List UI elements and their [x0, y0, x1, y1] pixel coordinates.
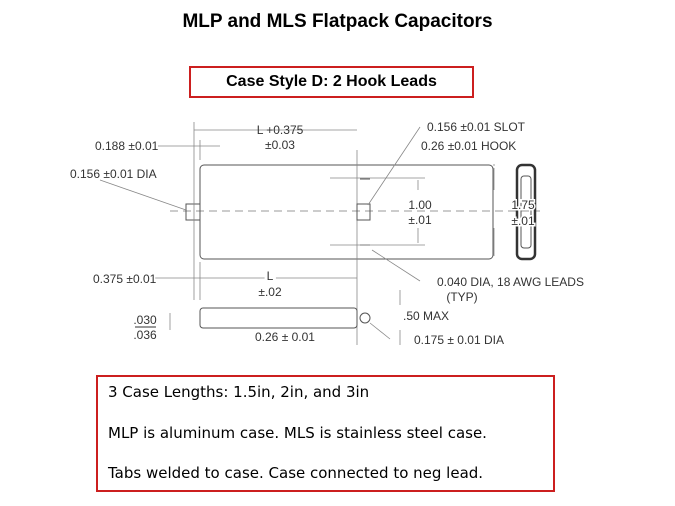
dim-hook: 0.26 ±0.01 HOOK: [421, 139, 516, 153]
dim-lead-spacing-tol: ±.01: [408, 213, 432, 227]
right-tab: [356, 203, 371, 221]
dim-length-tol: ±.02: [258, 285, 282, 299]
dim-slot: 0.156 ±0.01 SLOT: [427, 120, 526, 134]
dim-width: 1.75: [511, 198, 535, 212]
hook-circle: [359, 312, 371, 324]
slide-title: MLP and MLS Flatpack Capacitors: [182, 11, 493, 32]
dim-hook-length: 0.26 ± 0.01: [255, 330, 315, 344]
dim-thickness-bottom: .036: [133, 328, 157, 342]
dim-lead-spacing: 1.00: [408, 198, 432, 212]
left-tab: [185, 203, 201, 221]
dim-l-plus: L +0.375: [257, 123, 304, 137]
info-box: 3 Case Lengths: 1.5in, 2in, and 3in MLP …: [96, 375, 555, 492]
dim-lead-typ: (TYP): [446, 290, 477, 304]
case-side-view: [515, 163, 537, 261]
dim-lead: 0.040 DIA, 18 AWG LEADS: [437, 275, 584, 289]
dim-height-max: .50 MAX: [403, 309, 449, 323]
dim-length: L: [267, 269, 274, 283]
dim-width-tol: ±.01: [511, 214, 535, 228]
case-style-label: Case Style D: 2 Hook Leads: [189, 66, 474, 98]
info-case-lengths: 3 Case Lengths: 1.5in, 2in, and 3in: [108, 383, 370, 401]
dim-hook-dia: 0.175 ± 0.01 DIA: [414, 333, 504, 347]
dim-tab-width: 0.188 ±0.01: [95, 139, 159, 153]
info-materials: MLP is aluminum case. MLS is stainless s…: [108, 424, 487, 442]
dim-thickness-top: .030: [133, 313, 157, 327]
dim-l-plus-tol: ±0.03: [265, 138, 295, 152]
dim-hole-dia: 0.156 ±0.01 DIA: [70, 167, 157, 181]
info-connection: Tabs welded to case. Case connected to n…: [108, 464, 484, 482]
dim-tab-offset: 0.375 ±0.01: [93, 272, 157, 286]
case-bottom-view: [199, 307, 358, 329]
